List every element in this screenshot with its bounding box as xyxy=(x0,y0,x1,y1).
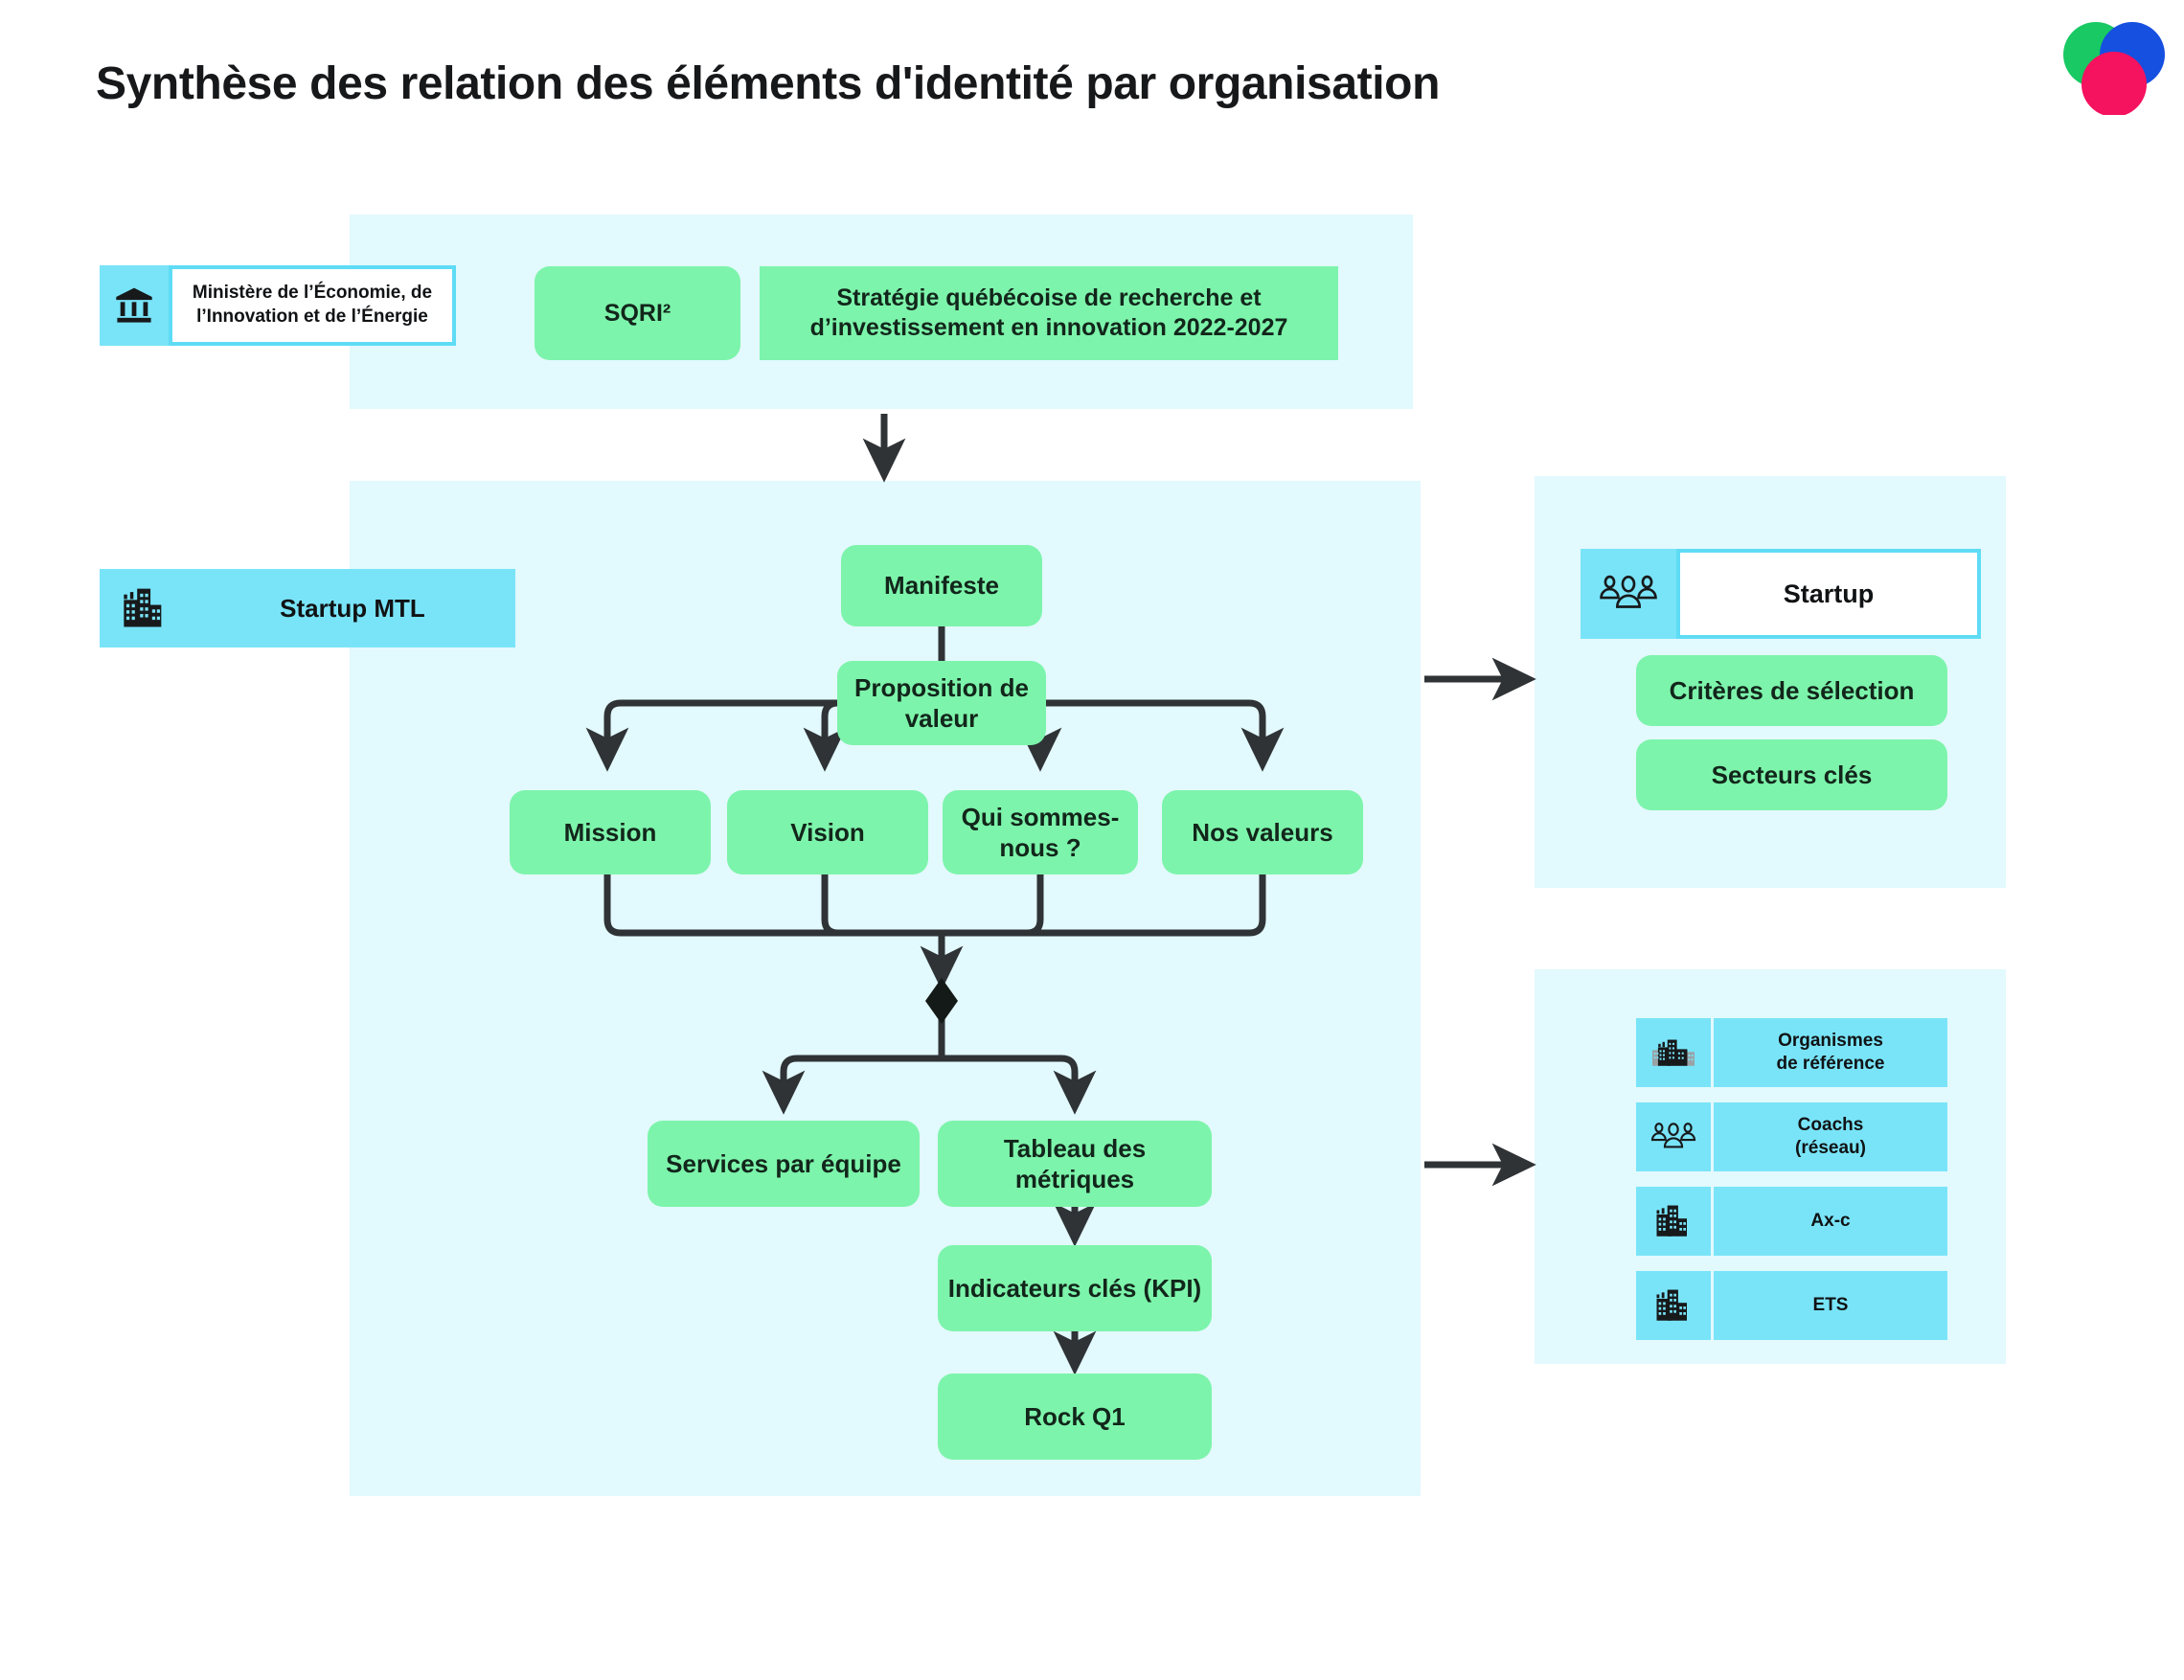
node-vision[interactable]: Vision xyxy=(727,790,928,874)
node-manifeste[interactable]: Manifeste xyxy=(841,545,1042,626)
org-chip-ministry[interactable]: Ministère de l’Économie, de l’Innovation… xyxy=(100,265,456,346)
city-buildings-icon xyxy=(100,569,190,647)
panel-core-band xyxy=(350,481,1421,1496)
brand-logo xyxy=(2062,11,2166,115)
node-qui-sommes-nous[interactable]: Qui sommes-nous ? xyxy=(943,790,1138,874)
node-secteurs-cles[interactable]: Secteurs clés xyxy=(1636,739,1947,810)
people-group-icon xyxy=(1581,549,1676,639)
org-chip-startup-mtl[interactable]: Startup MTL xyxy=(100,569,515,647)
bank-institution-icon xyxy=(100,265,169,346)
city-buildings-icon xyxy=(1636,1187,1711,1256)
org-label-startup: Startup xyxy=(1676,549,1981,639)
node-services-par-equipe[interactable]: Services par équipe xyxy=(648,1121,920,1207)
partner-label-organismes: Organismes de référence xyxy=(1714,1018,1947,1087)
node-tableau-des-metriques[interactable]: Tableau des métriques xyxy=(938,1121,1212,1207)
partner-row-ets[interactable]: ETS xyxy=(1636,1271,1947,1340)
partner-label-axc: Ax-c xyxy=(1714,1187,1947,1256)
partner-label-coachs: Coachs (réseau) xyxy=(1714,1102,1947,1171)
node-indicateurs-cles-kpi[interactable]: Indicateurs clés (KPI) xyxy=(938,1245,1212,1331)
node-nos-valeurs[interactable]: Nos valeurs xyxy=(1162,790,1363,874)
partner-list: Organismes de référence Coachs (réseau) xyxy=(1636,1018,1947,1340)
org-chip-startup[interactable]: Startup xyxy=(1581,549,1981,639)
partner-label-ets: ETS xyxy=(1714,1271,1947,1340)
node-proposition-de-valeur[interactable]: Proposition de valeur xyxy=(837,661,1046,745)
node-strategy[interactable]: Stratégie québécoise de recherche et d’i… xyxy=(760,266,1338,360)
cityscape-icon xyxy=(1636,1018,1711,1087)
partner-row-organismes[interactable]: Organismes de référence xyxy=(1636,1018,1947,1087)
org-label-ministry: Ministère de l’Économie, de l’Innovation… xyxy=(169,265,456,346)
node-mission[interactable]: Mission xyxy=(510,790,711,874)
partner-row-axc[interactable]: Ax-c xyxy=(1636,1187,1947,1256)
org-label-startup-mtl: Startup MTL xyxy=(190,569,515,647)
partner-row-coachs[interactable]: Coachs (réseau) xyxy=(1636,1102,1947,1171)
people-group-icon xyxy=(1636,1102,1711,1171)
node-sqri[interactable]: SQRI² xyxy=(535,266,740,360)
city-buildings-icon xyxy=(1636,1271,1711,1340)
node-rock-q1[interactable]: Rock Q1 xyxy=(938,1374,1212,1460)
node-criteres-de-selection[interactable]: Critères de sélection xyxy=(1636,655,1947,726)
page-title: Synthèse des relation des éléments d'ide… xyxy=(96,58,1440,109)
